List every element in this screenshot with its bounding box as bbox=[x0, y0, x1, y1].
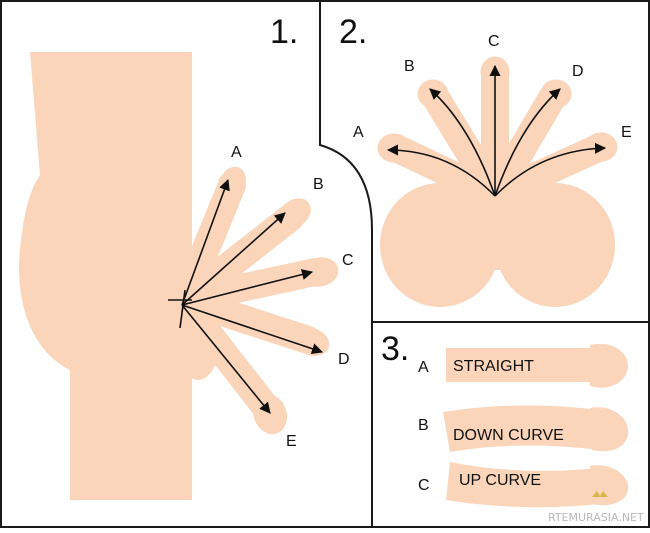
label-1d: D bbox=[338, 351, 350, 368]
row-b-letter: B bbox=[418, 417, 429, 434]
jester-hat-icon bbox=[592, 491, 608, 497]
label-1c: C bbox=[342, 252, 354, 269]
arrow-c bbox=[181, 269, 314, 306]
row-a-caption: STRAIGHT bbox=[453, 358, 534, 375]
row-c-letter: C bbox=[418, 477, 430, 494]
panel3: 3. A STRAIGHT B DOWN CURVE C UP CURVE RT… bbox=[381, 330, 644, 524]
label-1a: A bbox=[231, 144, 242, 161]
panel1: 1. A B C D E bbox=[19, 13, 354, 500]
label-1b: B bbox=[313, 176, 324, 193]
label-2c: C bbox=[488, 33, 500, 50]
testicles-front bbox=[380, 183, 615, 307]
panel1-divider bbox=[319, 1, 373, 527]
panel1-number: 1. bbox=[270, 13, 298, 51]
arrow-d bbox=[181, 304, 324, 355]
row-a-letter: A bbox=[418, 359, 429, 376]
arrow-a bbox=[181, 178, 230, 306]
torso-side-view bbox=[19, 52, 193, 500]
label-2d: D bbox=[572, 63, 584, 80]
shape-straight bbox=[446, 343, 628, 388]
label-2b: B bbox=[404, 58, 415, 75]
panel3-number: 3. bbox=[381, 330, 409, 368]
arrow-front-e bbox=[494, 142, 607, 197]
label-1e: E bbox=[286, 433, 297, 450]
shape-down-curve bbox=[443, 405, 629, 452]
arrow-front-a bbox=[386, 144, 496, 197]
arrows-panel1 bbox=[168, 178, 324, 414]
row-b-caption: DOWN CURVE bbox=[453, 427, 564, 444]
pivot-tick-2 bbox=[179, 289, 186, 329]
panel2: 2. A B C D E bbox=[339, 13, 632, 307]
arrow-e bbox=[181, 304, 271, 414]
label-2e: E bbox=[621, 124, 632, 141]
panel2-number: 2. bbox=[339, 13, 367, 51]
shape-up-curve bbox=[446, 462, 629, 508]
arrows-panel2 bbox=[386, 64, 607, 197]
arrow-front-b bbox=[429, 88, 496, 197]
watermark: RTEMURASIA.NET bbox=[548, 491, 644, 524]
watermark-text: RTEMURASIA.NET bbox=[548, 511, 644, 524]
row-c-caption: UP CURVE bbox=[459, 472, 541, 489]
arrow-front-d bbox=[494, 88, 561, 197]
shaft-shapes bbox=[171, 166, 339, 435]
arrow-b bbox=[181, 212, 286, 306]
label-2a: A bbox=[353, 124, 364, 141]
